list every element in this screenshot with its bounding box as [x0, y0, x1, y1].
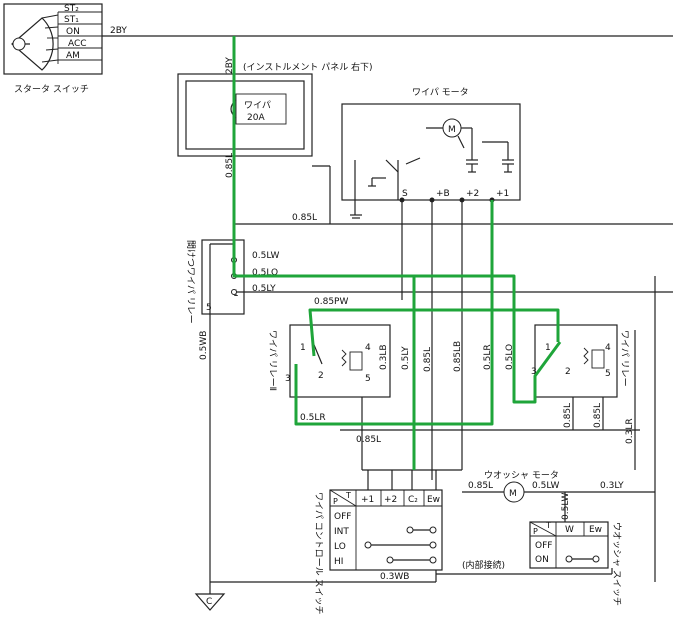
wire-label-085lb: 0.85LB: [453, 341, 463, 372]
wiper-relay2-label: ワイパ リレーⅡ: [267, 330, 278, 391]
wiper-motor: ワイパ モータ M S +B +2 +1: [341, 87, 521, 219]
wiper-relay2-pin-1: 1: [300, 343, 306, 353]
washer-switch-label: ウオッシャ スイッチ: [611, 522, 622, 606]
washer-row-on: ON: [535, 555, 549, 565]
wire-label-085l-r2: 0.85L: [593, 403, 603, 428]
instrument-panel-note: (インストルメント パネル 右下): [243, 61, 373, 73]
wire-label-05ly-vertical: 0.5LY: [401, 346, 411, 370]
wire-label-03wb: 0.3WB: [380, 572, 409, 582]
wire-label-05ly: 0.5LY: [252, 284, 276, 294]
starter-pos-st1: ST₁: [64, 15, 79, 25]
starter-pos-on: ON: [66, 27, 80, 37]
wiper-terminal-plus-1: +1: [496, 189, 509, 199]
washer-motor: ウオッシャ モータ M: [462, 470, 655, 503]
wiper-relay-pin-5: 5: [605, 369, 611, 379]
washer-header-t: T: [545, 521, 551, 530]
wiper-control-switch: ワイパ コントロール スイッチ P T +1 +2 C₂ Eᴡ OFF INT …: [313, 469, 462, 615]
washer-header-p: P: [533, 527, 538, 536]
control-header-p: P: [333, 497, 338, 506]
intermittent-relay-label: 間けつワイパ リレー: [185, 240, 196, 324]
wiper-relay-2: ワイパ リレーⅡ 1 4 3 2 5: [267, 324, 391, 398]
starter-pos-st2: ST₂: [64, 4, 79, 14]
starter-pos-acc: ACC: [68, 39, 87, 49]
wire-label-05lw-vertical: 0.5LW: [561, 492, 571, 520]
wiper-relay-pin-2: 2: [565, 367, 571, 377]
wiper-relay-pin-4: 4: [605, 343, 611, 353]
control-col-plus2: +2: [384, 495, 397, 505]
wire-label-2by-vertical: 2BY: [225, 57, 235, 74]
wiper-relay-pin-3: 3: [531, 367, 537, 377]
wire-label-085l-center: 0.85L: [356, 435, 381, 445]
wiper-terminal-plus-2: +2: [466, 189, 479, 199]
wiper-motor-label: ワイパ モータ: [412, 87, 469, 98]
wire-label-2by: 2BY: [110, 26, 127, 36]
fuse-rating: 20A: [247, 113, 265, 123]
wire-label-085l-mid: 0.85L: [423, 347, 433, 372]
highlighted-circuit: [232, 36, 562, 470]
washer-motor-m: M: [509, 489, 517, 499]
ground-label: C: [206, 597, 212, 607]
washer-col-ew: Eᴡ: [589, 525, 602, 535]
control-col-ew: Eᴡ: [427, 495, 440, 505]
wire-label-03ly: 0.3LY: [600, 481, 624, 491]
starter-switch-label: スタータ スイッチ: [14, 84, 89, 95]
washer-switch: P T W Eᴡ OFF ON ウオッシャ スイッチ: [529, 521, 622, 606]
fuse-box: ワイパ 20A: [177, 73, 313, 157]
wire-label-05lr-vertical: 0.5LR: [483, 344, 493, 370]
wiper-relay-label: ワイパ リレー: [619, 330, 630, 387]
wiper-relay2-pin-5: 5: [365, 374, 371, 384]
control-row-int: INT: [334, 527, 349, 537]
intermittent-relay-pin-5: 5: [206, 303, 212, 313]
starter-pos-am: AM: [66, 51, 80, 61]
wire-label-05lo: 0.5LO: [252, 268, 278, 278]
wire-label-03lr: 0.3LR: [625, 418, 635, 444]
control-header-t: T: [345, 491, 351, 500]
control-row-hi: HI: [334, 557, 343, 567]
wire-label-085pw: 0.85PW: [314, 297, 348, 307]
control-switch-label: ワイパ コントロール スイッチ: [313, 492, 324, 615]
control-col-c2: C₂: [408, 495, 418, 505]
internal-connection-note: (内部接続): [462, 559, 505, 571]
wiper-relay2-pin-3: 3: [285, 374, 291, 384]
control-row-off: OFF: [334, 512, 351, 522]
wire-label-085l-washer: 0.85L: [468, 481, 493, 491]
washer-motor-label: ウオッシャ モータ: [484, 470, 559, 481]
washer-row-off: OFF: [535, 541, 552, 551]
wire-label-085l-top: 0.85L: [292, 213, 317, 223]
control-col-plus1: +1: [361, 495, 374, 505]
wiper-motor-m: M: [448, 125, 456, 135]
wire-label-05lw: 0.5LW: [252, 251, 280, 261]
washer-col-w: W: [565, 525, 574, 535]
control-row-lo: LO: [334, 542, 346, 552]
wire-label-085l-vertical: 0.85L: [225, 153, 235, 178]
wire-label-03lb: 0.3LB: [379, 344, 389, 370]
wiper-relay2-pin-4: 4: [365, 343, 371, 353]
wire-label-085l-r1: 0.85L: [563, 403, 573, 428]
wire-label-05lr-horizontal: 0.5LR: [300, 413, 326, 423]
fuse-name: ワイパ: [244, 100, 271, 111]
wire-label-05lw-washer: 0.5LW: [532, 481, 560, 491]
wiper-relay2-pin-2: 2: [318, 371, 324, 381]
wire-label-05lo-vertical: 0.5LO: [505, 344, 515, 370]
wiper-relay: ワイパ リレー 1 4 3 2 5: [531, 324, 630, 398]
wiper-terminal-plus-b: +B: [436, 189, 450, 199]
starter-switch: ST₂ ST₁ ON ACC AM スタータ スイッチ: [3, 3, 103, 95]
wire-label-05wb: 0.5WB: [199, 331, 209, 360]
wiper-relay-pin-1: 1: [545, 343, 551, 353]
wiper-terminal-s: S: [402, 189, 408, 199]
